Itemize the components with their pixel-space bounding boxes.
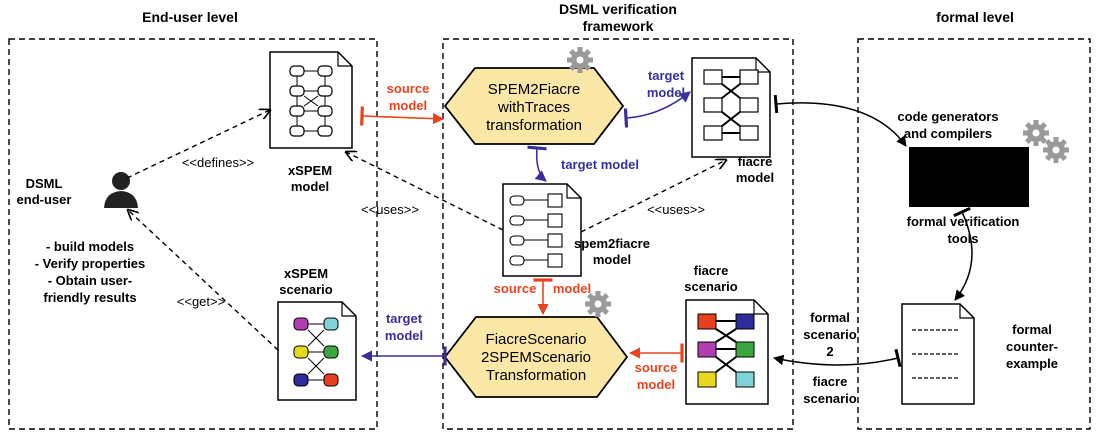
spem2fiacre-label-2: model [593, 252, 631, 267]
xspem-scenario-label-1: xSPEM [284, 266, 328, 281]
end-user-level-frame [8, 38, 378, 430]
transform-bottom-line3: Transformation [486, 367, 586, 384]
label-target-top-2: model [647, 85, 685, 100]
bullet-obtain-results-1: - Obtain user- [48, 273, 133, 288]
counter-example-label-1: formal [1012, 322, 1052, 337]
label-source-mid-1: source [494, 281, 537, 296]
fiacre-model-label-2: model [736, 170, 774, 185]
edge-source-model-top [360, 106, 445, 126]
fiacre-scenario-doc-icon [685, 299, 769, 405]
gear-icon [567, 47, 593, 73]
column-title-formal: formal level [936, 9, 1014, 25]
bullet-build-models: - build models [46, 239, 134, 254]
formal-scenario-label-4: fiacre [813, 374, 848, 389]
bullet-obtain-results-2: friendly results [43, 290, 136, 305]
xspem-scenario-doc-icon [277, 301, 357, 401]
transform-bottom-line1: FiacreScenario [486, 331, 587, 348]
edge-fiacre-to-tools [773, 94, 907, 147]
edge-label-defines: <<defines>> [182, 155, 254, 170]
label-source-bottom-1: source [635, 360, 678, 375]
spem2fiacre-transformation [443, 67, 625, 145]
formal-scenario-label-2: scenario [803, 327, 857, 342]
formal-scenario-label-1: formal [810, 310, 850, 325]
edge-label-uses-right: <<uses>> [647, 202, 705, 217]
edge-label-get: <<get>> [177, 294, 225, 309]
xspem-model-label-1: xSPEM [288, 163, 332, 178]
column-title-framework-line2: framework [583, 18, 654, 34]
framework-frame [442, 38, 794, 430]
xspem-scenario-label-2: scenario [279, 282, 333, 297]
label-target-top-1: target [648, 68, 685, 83]
scenario-transformation [443, 316, 629, 398]
counter-example-label-2: counter- [1006, 339, 1058, 354]
formal-scenario-label-5: scenario [803, 391, 857, 406]
formal-scenario-label-3: 2 [826, 344, 833, 359]
formal-tools-box [909, 147, 1029, 207]
verif-label-2: tools [947, 231, 978, 246]
fiacre-model-label-1: fiacre [738, 154, 773, 169]
fiacre-scenario-label-1: fiacre [694, 263, 729, 278]
counter-example-doc-icon [901, 303, 975, 405]
label-source-top-1: source [387, 81, 430, 96]
xspem-model-label-2: model [291, 179, 329, 194]
edge-tools-to-counterexample [953, 206, 973, 301]
gear-icon [1023, 120, 1049, 146]
column-title-end-user: End-user level [142, 9, 238, 25]
actor-label-line2: end-user [17, 192, 72, 207]
edge-label-uses-left: <<uses>> [361, 202, 419, 217]
transform-top-line2: withTraces [497, 99, 570, 116]
edge-uses-left [346, 152, 504, 231]
xspem-model-doc-icon [269, 51, 353, 149]
bullet-verify-properties: - Verify properties [35, 256, 146, 271]
code-gen-label-2: and compilers [904, 126, 992, 141]
edge-get [128, 210, 279, 351]
label-target-bottom-1: target [386, 311, 423, 326]
user-icon [104, 172, 138, 208]
column-title-framework-line1: DSML verification [559, 1, 677, 17]
gear-icon [1043, 137, 1069, 163]
code-gen-label-1: code generators [897, 109, 998, 124]
spem2fiacre-model-doc-icon [502, 183, 582, 277]
label-source-top-2: model [389, 98, 427, 113]
label-target-bottom-2: model [385, 328, 423, 343]
fiacre-model-doc-icon [691, 57, 771, 158]
label-source-mid-2: model [553, 281, 591, 296]
actor-label-line1: DSML [26, 176, 63, 191]
edge-target-model-mid [527, 145, 547, 182]
transform-top-line1: SPEM2Fiacre [488, 81, 581, 98]
label-source-bottom-2: model [637, 377, 675, 392]
counter-example-label-3: example [1006, 356, 1058, 371]
verif-label-1: formal verification [907, 214, 1020, 229]
edge-target-model-top [623, 91, 691, 128]
edge-counterexample-to-scenario [772, 348, 902, 368]
label-target-mid: target model [561, 157, 639, 172]
transform-bottom-line2: 2SPEMScenario [481, 349, 591, 366]
formal-level-frame [857, 38, 1091, 430]
transform-top-line3: transformation [486, 117, 582, 134]
fiacre-scenario-label-2: scenario [684, 279, 738, 294]
spem2fiacre-label-1: spem2fiacre [574, 236, 650, 251]
